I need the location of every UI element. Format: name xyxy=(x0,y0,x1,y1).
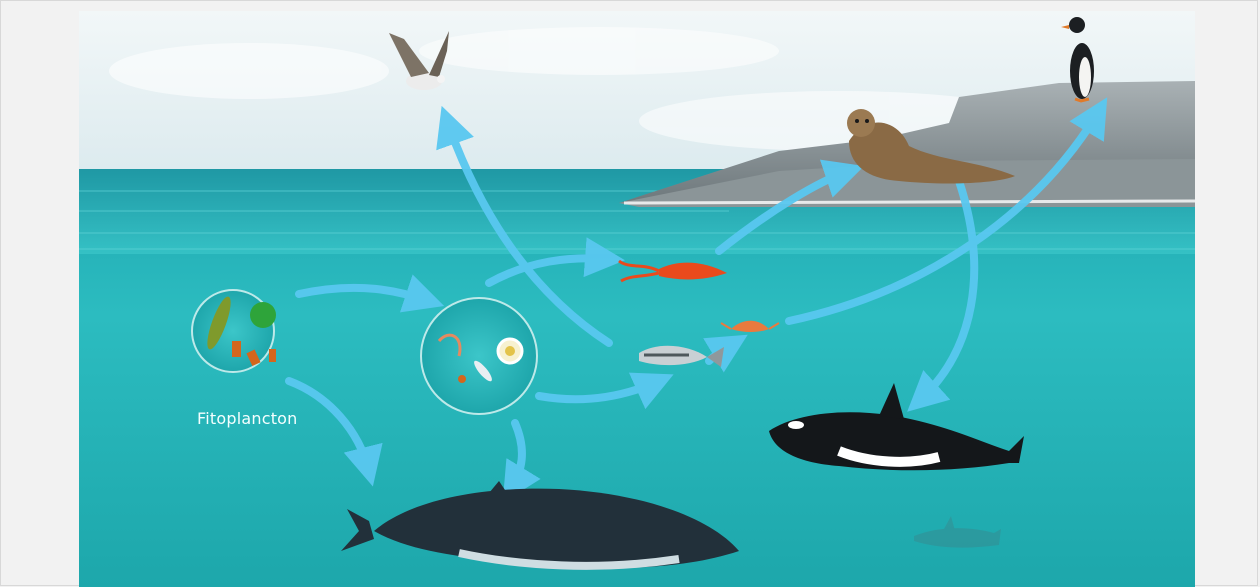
food-web-illustration: Fitoplancton xyxy=(79,11,1195,587)
food-web-svg: Fitoplancton xyxy=(79,11,1195,587)
zooplankton-icon xyxy=(421,298,537,414)
phytoplankton-caption: Fitoplancton xyxy=(197,409,298,428)
phytoplankton-icon xyxy=(192,290,276,372)
